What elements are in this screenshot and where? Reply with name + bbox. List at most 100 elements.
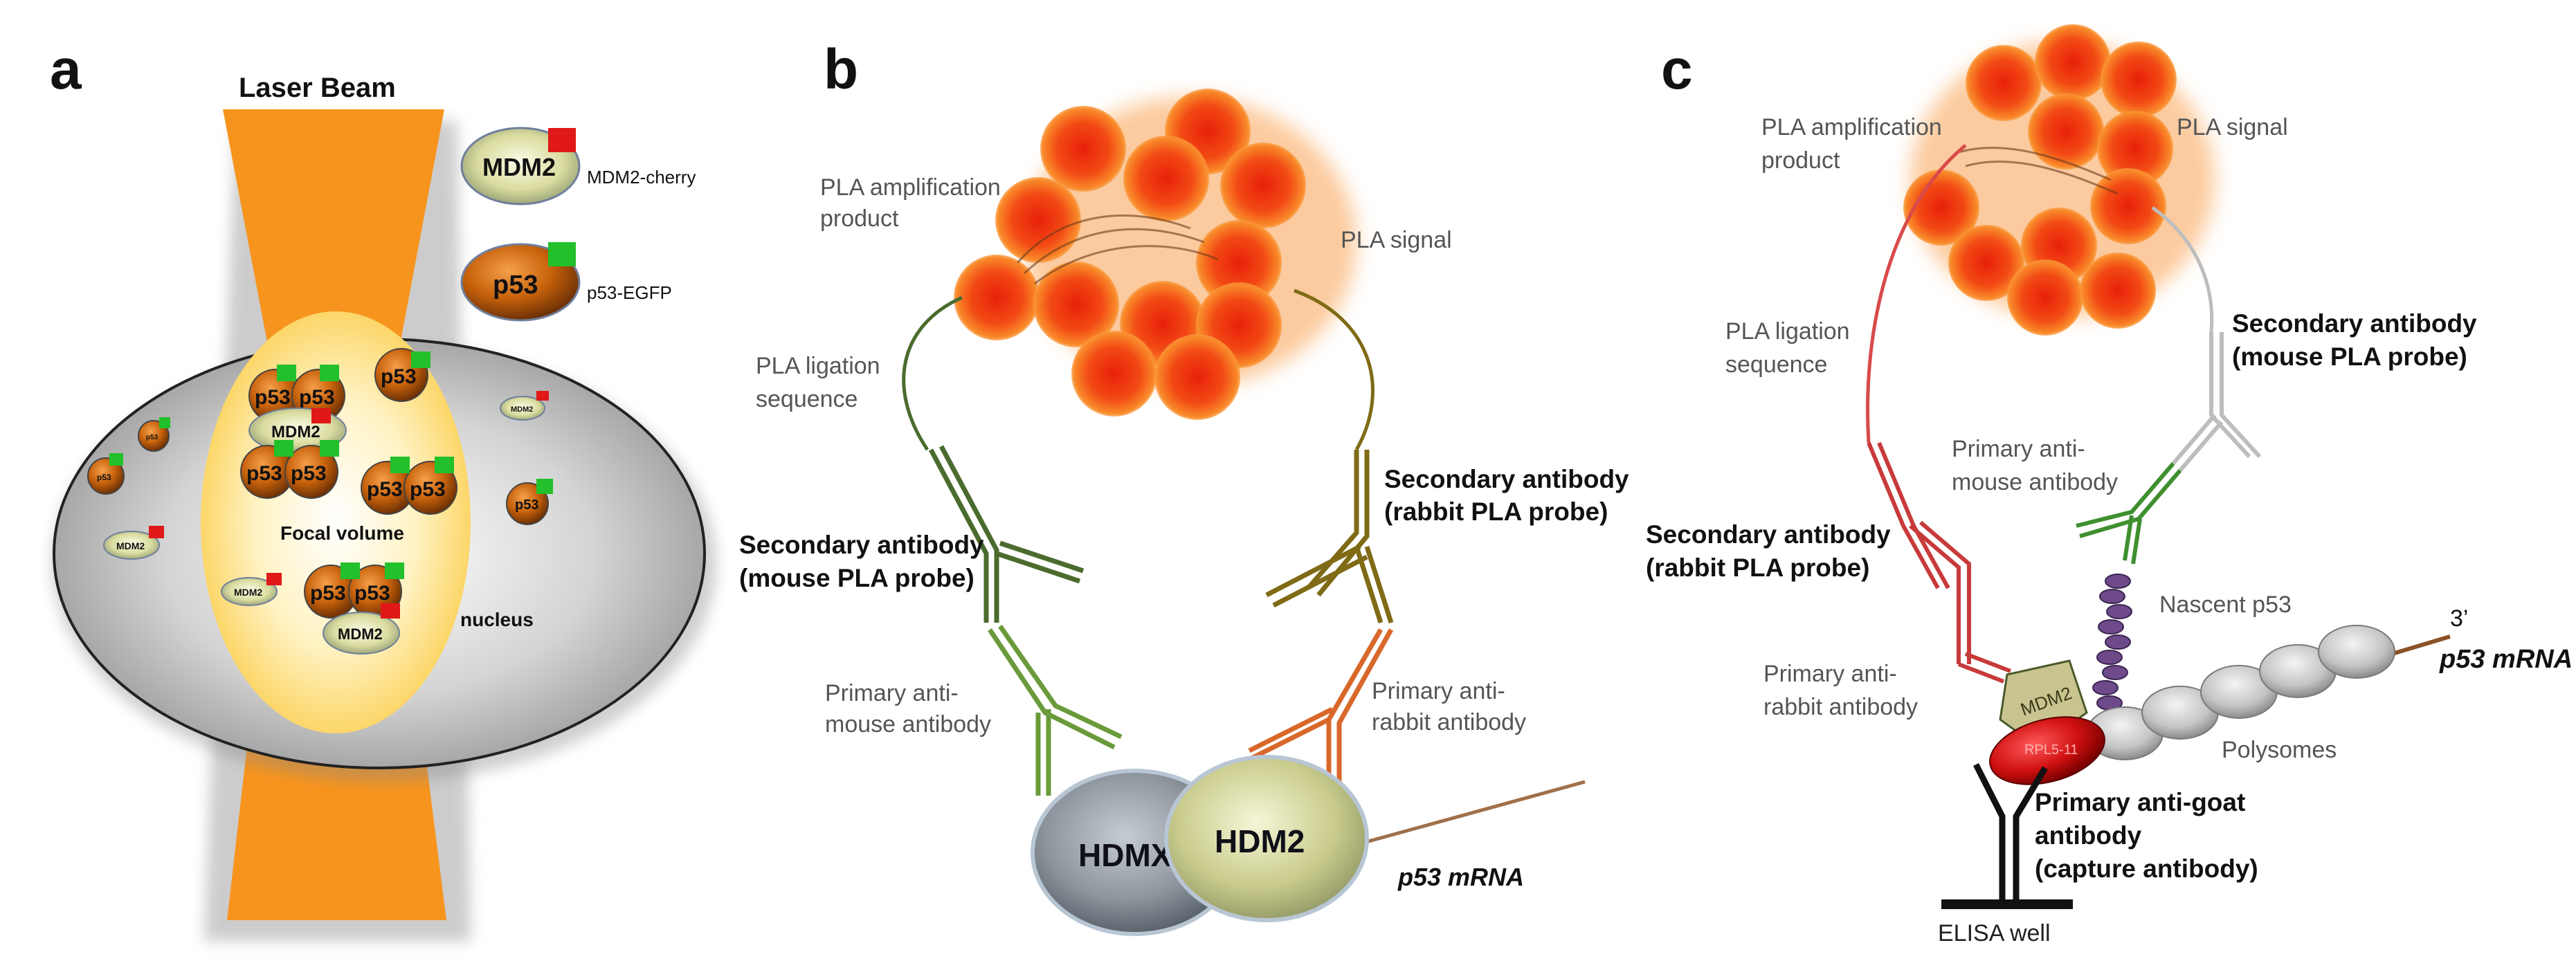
p53-mrna-label: p53 mRNA — [1397, 863, 1524, 891]
legend-mdm2-pill-label: MDM2 — [482, 153, 556, 181]
polysomes — [2086, 625, 2395, 760]
pla-blob — [1903, 170, 1979, 246]
legend-mdm2-label: MDM2-cherry — [587, 167, 696, 187]
hdm2-label: HDM2 — [1215, 823, 1305, 859]
legend-mdm2-cherry-tag — [548, 128, 576, 152]
mdm2-molecule — [103, 531, 160, 560]
egfp-tag — [341, 562, 360, 579]
primary-goat-label-line1: Primary anti-goat — [2035, 788, 2245, 816]
pla-amplification-label-line2: product — [820, 205, 899, 232]
egfp-tag — [320, 440, 339, 457]
mdm2-label: MDM2 — [338, 625, 383, 643]
mdm2-molecule — [323, 612, 400, 655]
legend-p53-pill-label: p53 — [493, 271, 538, 300]
cherry-tag — [536, 391, 549, 401]
hdm2-protein — [1164, 755, 1369, 922]
pla-threads — [1016, 214, 1219, 285]
egfp-tag — [536, 479, 553, 494]
pla-blob — [1033, 262, 1119, 347]
panel-letter-a: a — [50, 38, 82, 101]
cherry-tag — [266, 573, 282, 585]
p53-label: p53 — [146, 434, 158, 441]
secondary-rabbit-label-line2: (rabbit PLA probe) — [1384, 497, 1608, 526]
egfp-tag — [159, 417, 170, 428]
pla-amplification-label-line1: PLA amplification — [820, 174, 1001, 201]
mdm2-label: MDM2 — [116, 540, 145, 551]
pla-blob — [2097, 111, 2173, 187]
cherry-tag — [149, 526, 164, 538]
pla-blob — [2035, 24, 2111, 100]
nascent-p53-label: Nascent p53 — [2159, 592, 2292, 618]
pla-blob — [1948, 225, 2024, 301]
primary-mouse-label-line2: mouse antibody — [825, 711, 991, 738]
ligation-strand-right — [2151, 205, 2214, 333]
pla-blob — [2007, 259, 2083, 336]
secondary-rabbit-label-line1: Secondary antibody — [1646, 520, 1891, 549]
pla-blob — [1196, 220, 1282, 306]
secondary-mouse-label-line2: (mouse PLA probe) — [2232, 342, 2467, 371]
p53-molecule — [403, 461, 457, 515]
egfp-tag — [109, 453, 123, 466]
primary-goat-label-line3: (capture antibody) — [2035, 854, 2258, 883]
p53-label: p53 — [299, 386, 335, 409]
panel-b: PLA amplification product PLA signal PLA… — [739, 89, 1629, 936]
p53-label: p53 — [354, 582, 390, 605]
focal-volume-label: Focal volume — [280, 522, 404, 544]
egfp-tag — [274, 440, 293, 457]
p53-label: p53 — [367, 478, 403, 501]
primary-goat-label-line2: antibody — [2035, 821, 2142, 850]
polysomes-label: Polysomes — [2222, 737, 2337, 763]
pla-amplification-label-line1: PLA amplification — [1761, 114, 1942, 140]
egfp-tag — [435, 457, 454, 473]
elisa-well-label: ELISA well — [1938, 920, 2051, 946]
p53-label: p53 — [97, 473, 111, 482]
pla-blob — [1966, 45, 2042, 121]
egfp-tag — [277, 365, 296, 381]
legend-p53-egfp-tag — [548, 242, 576, 266]
pla-blob — [2101, 42, 2177, 118]
ligation-strand-right — [1294, 289, 1375, 451]
secondary-antibody-rabbit — [1265, 450, 1394, 624]
ribosome — [2318, 625, 2395, 679]
mdm2-label: MDM2 — [234, 587, 262, 598]
primary-antibody-mouse — [988, 625, 1123, 796]
nascent-p53-chain — [2092, 574, 2132, 711]
pla-signal-label: PLA signal — [1341, 227, 1452, 253]
rpl5-11-label: RPL5-11 — [2024, 742, 2078, 758]
primary-mouse-label-line1: Primary anti- — [1952, 436, 2085, 462]
secondary-antibody-mouse — [2171, 332, 2262, 472]
three-prime-label: 3’ — [2450, 605, 2468, 632]
p53-label: p53 — [291, 462, 327, 485]
pla-blob — [2090, 168, 2166, 244]
panel-a: Laser Beam Focal volume nucleus MDM2 MDM… — [52, 73, 716, 941]
pla-blob — [1040, 106, 1126, 192]
primary-rabbit-label-line2: rabbit antibody — [1372, 709, 1526, 735]
cherry-tag — [311, 408, 331, 423]
secondary-mouse-label-line1: Secondary antibody — [2232, 309, 2477, 338]
primary-antibody-rabbit — [1957, 652, 2012, 684]
ligation-strand-left — [1866, 144, 1967, 443]
cherry-tag — [381, 603, 400, 619]
panel-c: PLA amplification product PLA signal PLA… — [1646, 24, 2573, 946]
pla-signal-label: PLA signal — [2177, 114, 2288, 140]
primary-rabbit-label-line1: Primary anti- — [1763, 661, 1897, 687]
pla-amplification-label-line2: product — [1761, 147, 1840, 174]
p53-molecule — [87, 457, 125, 495]
p53-label: p53 — [515, 497, 538, 513]
nucleus-label: nucleus — [460, 609, 534, 630]
pla-blob — [1154, 334, 1240, 420]
focal-molecules: p53 p53 MDM2 p53 p53 p53 p53 p53 p53 — [221, 348, 457, 655]
p53-molecule — [284, 445, 338, 499]
laser-beam-label: Laser Beam — [239, 73, 396, 103]
pla-threads — [1958, 147, 2119, 195]
pla-blob — [2028, 93, 2104, 170]
primary-mouse-label-line2: mouse antibody — [1952, 469, 2118, 495]
pla-ligation-label-line1: PLA ligation — [756, 353, 880, 379]
pla-amplification-product — [954, 89, 1306, 420]
pla-amplification-product — [1903, 24, 2177, 336]
hdmx-label: HDMX — [1078, 837, 1172, 873]
secondary-rabbit-label-line1: Secondary antibody — [1384, 465, 1629, 493]
egfp-tag — [411, 351, 430, 368]
p53-label: p53 — [381, 365, 417, 388]
pla-blob — [954, 255, 1040, 340]
